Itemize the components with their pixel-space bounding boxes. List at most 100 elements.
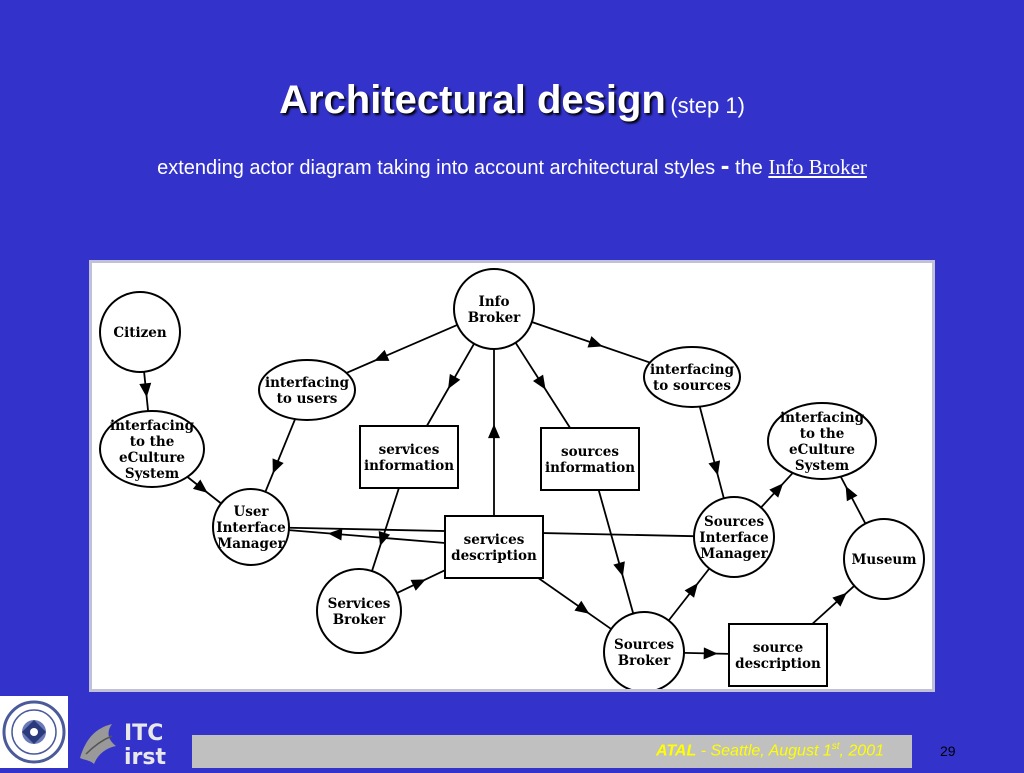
arrowhead-interfacing_eculture_left-to-user_interface_manager — [192, 479, 208, 493]
node-shape — [728, 623, 828, 687]
node-label-line: interfacing — [650, 362, 735, 378]
arrowhead-sources_information-to-sources_broker — [613, 561, 625, 577]
subtitle-info-broker: Info Broker — [768, 155, 867, 179]
node-label-line: System — [795, 458, 849, 474]
node-label-line: Sources — [704, 514, 764, 530]
node-shape — [453, 268, 535, 350]
arrowhead-sources_broker-to-source_description — [703, 647, 718, 660]
footer-location: - Seattle, August 1 — [696, 742, 832, 760]
node-label-line: description — [451, 548, 537, 564]
node-shape — [643, 346, 741, 408]
footer-text: ATAL - Seattle, August 1st, 2001 — [656, 741, 884, 760]
node-label-line: source — [753, 640, 803, 656]
title-main: Architectural design — [279, 78, 666, 122]
node-shape — [212, 488, 290, 566]
node-label-line: sources — [561, 444, 619, 460]
footer-bar: ATAL - Seattle, August 1st, 2001 — [192, 735, 912, 768]
node-label-line: Sources — [614, 637, 674, 653]
node-label-line: eCulture — [119, 450, 185, 466]
itc-logo-bottom: irst — [124, 745, 166, 768]
slide-subtitle: extending actor diagram taking into acco… — [0, 150, 1024, 181]
node-shape — [693, 496, 775, 578]
node-label-line: information — [545, 460, 635, 476]
node-label-line: eCulture — [789, 442, 855, 458]
arrowhead-sources_interface_manager-to-interfacing_eculture_right — [769, 483, 784, 498]
node-label-line: Museum — [851, 552, 916, 568]
node-label-line: Broker — [618, 653, 671, 669]
node-label-line: services — [464, 532, 525, 548]
node-label-line: information — [364, 458, 454, 474]
node-label-line: to sources — [653, 378, 731, 394]
edge-interfacing_users-to-user_interface_manager — [264, 418, 296, 493]
arrowhead-citizen-to-interfacing_eculture_left — [139, 382, 152, 398]
arrowhead-services_description-to-sources_broker — [574, 600, 590, 614]
node-shape — [316, 568, 402, 654]
subtitle-the: the — [734, 157, 763, 179]
subtitle-dash: - — [720, 150, 730, 180]
slide-title: Architectural design (step 1) — [0, 78, 1024, 123]
edge-source_description-to-museum — [811, 585, 855, 625]
arrowhead-interfacing_users-to-user_interface_manager — [272, 458, 284, 474]
title-step: (step 1) — [670, 93, 745, 118]
node-shape — [767, 402, 877, 480]
node-label-line: Manager — [217, 536, 285, 552]
node-shape — [99, 291, 181, 373]
node-museum: Museum — [843, 518, 925, 600]
node-shape — [258, 359, 356, 421]
node-label-line: Interface — [216, 520, 285, 536]
node-label-line: services — [379, 442, 440, 458]
edge-interfacing_sources-to-sources_interface_manager — [698, 406, 725, 499]
arrowhead-info_broker-to-services_information — [448, 373, 461, 389]
node-label-line: Info — [479, 294, 510, 310]
arrowhead-services_broker-to-services_description — [410, 579, 426, 591]
itc-irst-logo: ITC irst — [76, 718, 188, 770]
arrowhead-museum-to-interfacing_eculture_right — [845, 486, 858, 502]
node-label-line: Broker — [468, 310, 521, 326]
node-label-line: interfacing — [780, 410, 865, 426]
arrowhead-info_broker-to-interfacing_sources — [587, 336, 603, 348]
itc-logo-top: ITC — [124, 721, 163, 746]
node-label-line: System — [125, 466, 179, 482]
edge-sources_information-to-sources_broker — [597, 489, 635, 614]
arrowhead-services_description-to-info_broker — [488, 424, 500, 439]
arrowhead-info_broker-to-interfacing_users — [374, 349, 390, 361]
node-label-line: to users — [277, 391, 338, 407]
node-label-line: Citizen — [113, 325, 166, 341]
node-shape — [359, 425, 459, 489]
node-label-line: Services — [328, 596, 391, 612]
arrowhead-interfacing_sources-to-sources_interface_manager — [708, 460, 721, 476]
page-number: 29 — [940, 743, 956, 759]
arrowhead-source_description-to-museum — [832, 592, 847, 607]
edge-info_broker-to-interfacing_users — [346, 324, 458, 374]
university-seal-logo — [0, 696, 68, 768]
node-shape — [99, 410, 205, 488]
node-shape — [843, 518, 925, 600]
subtitle-text: extending actor diagram taking into acco… — [157, 157, 716, 179]
arrowhead-sources_broker-to-sources_interface_manager — [684, 583, 698, 598]
node-label-line: User — [233, 504, 269, 520]
footer-atal: ATAL — [655, 742, 697, 760]
arrowhead-info_broker-to-sources_information — [532, 374, 546, 390]
node-label-line: interfacing — [265, 375, 350, 391]
node-label-line: Interface — [699, 530, 768, 546]
footer-sup: st — [831, 741, 840, 752]
node-label-line: to the — [130, 434, 175, 450]
node-label-line: description — [735, 656, 821, 672]
arrowhead-services_description-to-user_interface_manager — [327, 528, 343, 541]
node-label-line: Manager — [700, 546, 768, 562]
